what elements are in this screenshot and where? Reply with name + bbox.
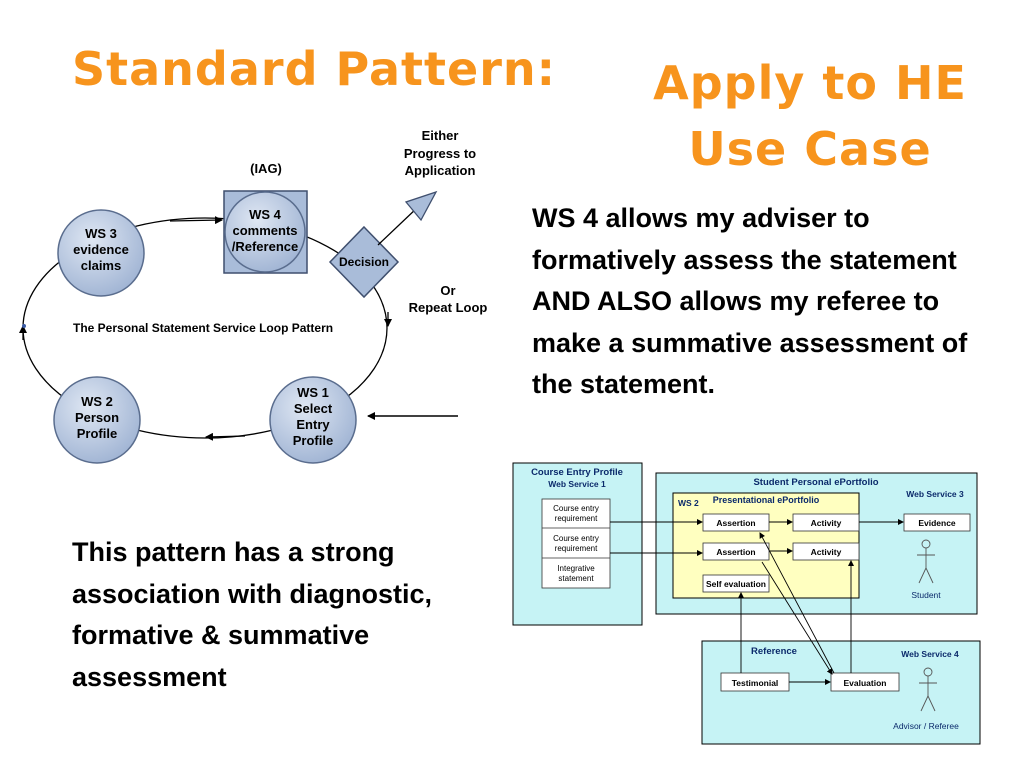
ws1-line-2: Select [294,401,333,416]
reference-panel [701,640,981,745]
progress-arrowhead [404,190,438,222]
assertion-2-label: Assertion [716,547,755,557]
ws4-line-2: comments [232,223,297,238]
ws4-line-1: WS 4 [249,207,282,222]
decision-label: Decision [339,255,389,269]
either-label: Either Progress to Application [404,128,476,178]
or-line-2: Repeat Loop [409,300,488,315]
ws2-line-3: Profile [77,426,117,441]
ws2-node: WS 2 Person Profile [53,376,141,464]
course-item-3-line-1: Integrative [557,564,595,573]
ws1-line-3: Entry [296,417,330,432]
loop-dot [22,324,26,328]
either-line-1: Either [422,128,459,143]
or-line-1: Or [440,283,455,298]
ws1-node: WS 1 Select Entry Profile [269,376,357,464]
either-line-3: Application [405,163,476,178]
iag-label: (IAG) [250,161,282,176]
evaluation-label: Evaluation [844,678,887,688]
ws4-line-3: /Reference [232,239,298,254]
apply-he-title-line-2: Use Case [688,122,932,176]
or-label: Or Repeat Loop [409,283,488,315]
activity-1-label: Activity [811,518,842,528]
course-entry-title: Course Entry Profile [531,467,623,478]
eportfolio-diagram: Course Entry Profile Web Service 1 Cours… [512,462,981,745]
presentational-title: Presentational ePortfolio [713,495,820,505]
student-actor-icon [917,539,935,584]
ws3-line-2: evidence [73,242,129,257]
assertion-box-1 [702,513,770,532]
loop-arrow-top [169,216,223,225]
course-item-2-line-2: requirement [555,544,598,553]
apply-he-title: Apply to HE Use Case [630,50,990,182]
web-service-3-label: Web Service 3 [906,489,964,499]
reference-title: Reference [751,646,797,657]
course-item-1-line-1: Course entry [553,504,599,513]
standard-pattern-title: Standard Pattern: [72,42,557,96]
decision-node: Decision [328,225,400,299]
ws3-line-1: WS 3 [85,226,117,241]
advisor-actor-icon [919,667,937,712]
service-loop-diagram: The Personal Statement Service Loop Patt… [19,128,488,464]
student-label: Student [911,590,941,600]
advisor-label: Advisor / Referee [893,721,959,731]
ws4-node: WS 4 comments /Reference [223,190,308,274]
ws3-line-3: claims [81,258,121,273]
ws2-line-2: Person [75,410,119,425]
evaluation-box [830,672,900,692]
loop-caption: The Personal Statement Service Loop Patt… [73,321,333,335]
self-evaluation-label: Self evaluation [706,579,766,589]
assertion-box-2 [702,542,770,561]
evidence-label: Evidence [918,518,956,528]
ws4-description: WS 4 allows my adviser to formatively as… [532,203,968,399]
evidence-box [903,513,971,532]
either-line-2: Progress to [404,146,476,161]
activity-box-1 [792,513,860,532]
activity-2-label: Activity [811,547,842,557]
ws3-node: WS 3 evidence claims [57,209,145,297]
ws2-label: WS 2 [678,498,699,508]
apply-he-title-line-1: Apply to HE [653,56,967,110]
progress-line [377,206,419,246]
self-evaluation-box [702,574,770,593]
loop-arrow-bottom [205,432,246,441]
activity-box-2 [792,542,860,561]
pattern-association-text: This pattern has a strong association wi… [72,537,433,692]
ws1-line-4: Profile [293,433,333,448]
student-portfolio-title: Student Personal ePortfolio [753,477,878,488]
assertion-1-label: Assertion [716,518,755,528]
course-item-3-line-2: statement [558,574,594,583]
course-entry-subtitle: Web Service 1 [548,479,606,489]
testimonial-label: Testimonial [732,678,779,688]
portfolio-connectors [610,519,904,685]
ws1-line-1: WS 1 [297,385,329,400]
web-service-4-label: Web Service 4 [901,649,959,659]
course-items-box [541,498,611,589]
ws2-line-1: WS 2 [81,394,113,409]
course-item-2-line-1: Course entry [553,534,599,543]
course-item-1-line-2: requirement [555,514,598,523]
